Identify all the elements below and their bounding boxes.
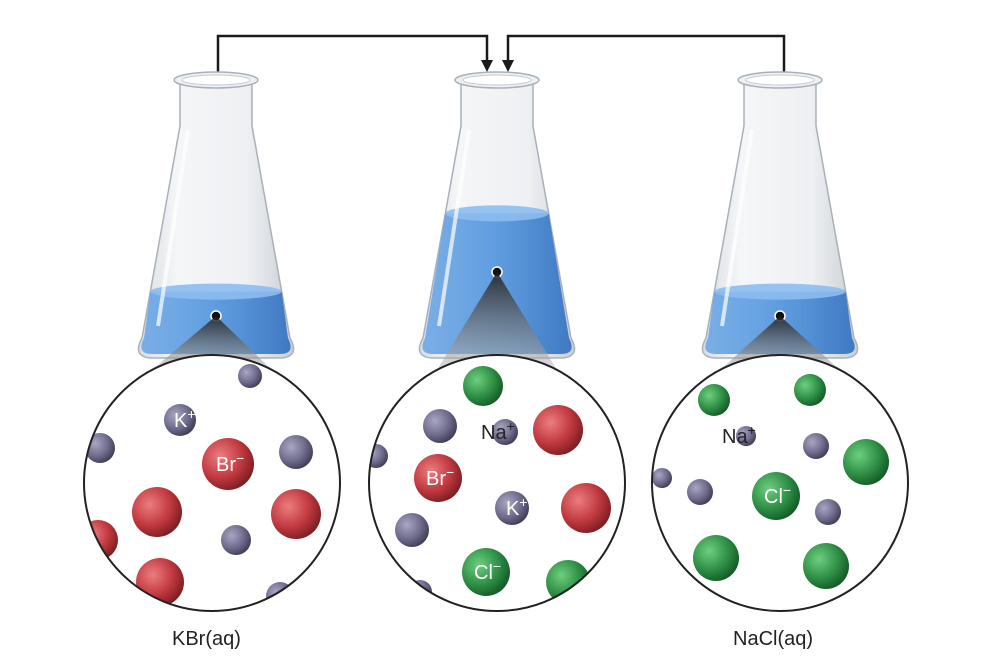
flask-opening	[462, 74, 532, 86]
chloride-ion	[794, 374, 826, 406]
magnified-circle-border	[651, 354, 909, 612]
bromide-ion	[271, 489, 321, 539]
ion-label: K+	[174, 406, 196, 432]
cation-ion-labeled	[164, 404, 196, 436]
transfer-arrows	[216, 34, 786, 88]
bromide-ion	[132, 487, 182, 537]
ion-label: Na+	[722, 422, 756, 448]
chloride-ion	[698, 384, 730, 416]
cation-ion	[85, 433, 115, 463]
cation-ion	[395, 513, 429, 547]
liquid-surface	[714, 283, 846, 300]
bromide-ion-labeled	[202, 438, 254, 490]
ion-field: Na+ Br− K+ Cl−	[369, 366, 611, 604]
bromide-ion	[136, 558, 184, 606]
bromide-ion-labeled	[414, 454, 462, 502]
cation-ion-labeled	[492, 419, 518, 445]
magnified-circle-border	[368, 354, 626, 612]
caption-kbr: KBr(aq)	[172, 628, 241, 650]
zoom-beam	[720, 316, 840, 370]
ion-label: Br−	[216, 450, 244, 476]
glass-highlight	[720, 129, 754, 327]
cation-ion	[815, 499, 841, 525]
flask-opening	[181, 74, 251, 86]
cation-ion	[221, 525, 251, 555]
cation-ion	[238, 364, 262, 388]
liquid-surface	[445, 205, 549, 222]
glass-highlight	[437, 129, 471, 327]
flask-left	[137, 71, 295, 359]
chloride-ion-labeled	[752, 472, 800, 520]
ion-label: K+	[506, 494, 528, 520]
bromide-ion	[533, 405, 583, 455]
ion-label: Cl−	[764, 482, 791, 508]
zoom-beam	[437, 272, 557, 370]
ion-label: Na+	[481, 418, 515, 444]
ion-field: Na+ Cl−	[652, 374, 889, 589]
cation-ion-labeled	[736, 426, 756, 446]
cation-ion	[279, 435, 313, 469]
left-transfer-line	[216, 34, 489, 88]
chloride-ion	[843, 439, 889, 485]
cation-ion	[687, 479, 713, 505]
zoom-beam	[152, 316, 272, 370]
flask-right	[701, 71, 859, 359]
magnified-view-right: Na+ Cl−	[651, 316, 909, 612]
liquid-surface	[150, 283, 282, 300]
arrow-head-right	[502, 60, 514, 72]
cation-ion	[803, 433, 829, 459]
cation-ion	[652, 468, 672, 488]
chloride-ion	[463, 366, 503, 406]
right-transfer-line	[506, 34, 786, 88]
caption-nacl: NaCl(aq)	[733, 628, 814, 650]
chloride-ion	[803, 543, 849, 589]
ion-label: Cl−	[474, 558, 501, 584]
chloride-ion-labeled	[462, 548, 510, 596]
chloride-ion	[693, 535, 739, 581]
cation-ion-labeled	[495, 491, 529, 525]
glass-highlight	[156, 129, 190, 327]
ion-label: Br−	[426, 464, 454, 490]
cation-ion	[369, 444, 388, 468]
bromide-ion	[561, 483, 611, 533]
magnified-circle-border	[83, 354, 341, 612]
magnified-view-left: K+ Br−	[83, 316, 341, 612]
arrow-head-left	[481, 60, 493, 72]
cation-ion	[423, 409, 457, 443]
magnified-view-center: Na+ Br− K+ Cl−	[368, 272, 626, 612]
flask-opening	[745, 74, 815, 86]
